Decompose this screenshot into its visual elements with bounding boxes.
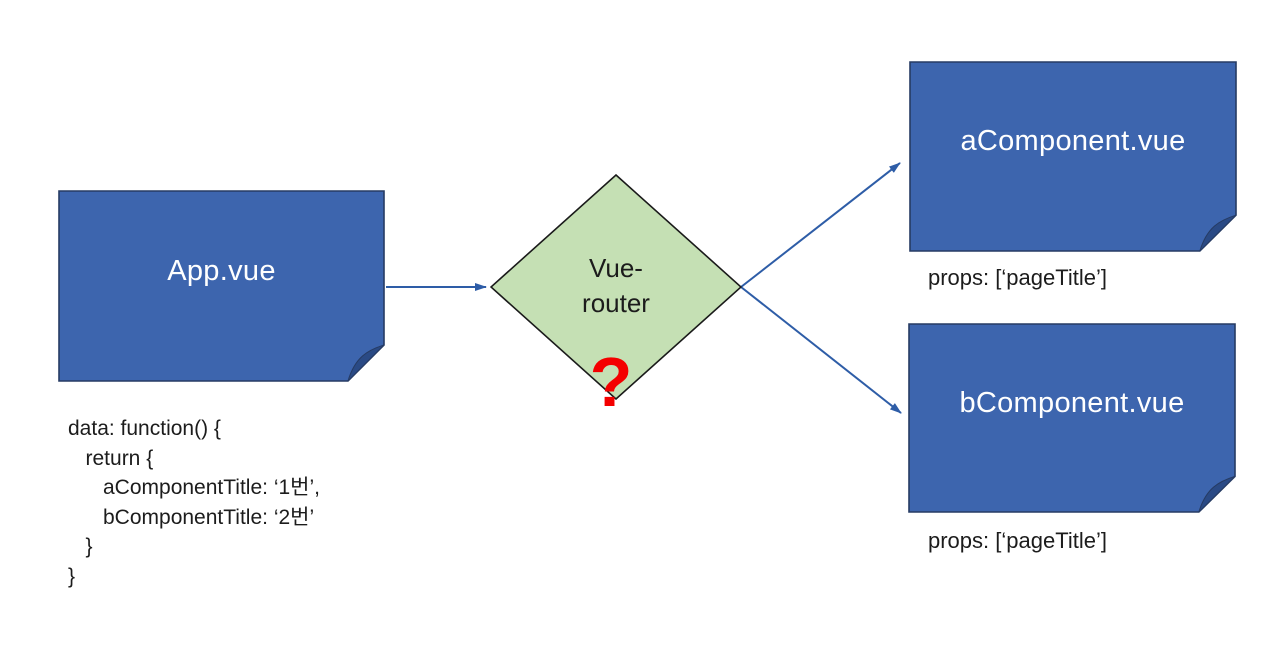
folded-page-shape — [909, 61, 1237, 252]
bcomponent-props-label: props: [‘pageTitle’] — [928, 528, 1107, 553]
node-app-vue: App.vue — [58, 190, 385, 382]
node-acomponent-vue: aComponent.vue — [909, 61, 1237, 252]
node-bcomponent-vue: bComponent.vue — [908, 323, 1236, 513]
node-app-vue-label: App.vue — [167, 254, 276, 287]
page-fold-corner — [1199, 214, 1237, 252]
node-vue-router-label: Vue- router — [582, 253, 650, 318]
folded-page-shape — [58, 190, 385, 382]
diamond-shape — [490, 174, 742, 400]
node-bcomponent-vue-label: bComponent.vue — [959, 386, 1185, 419]
page-fold-corner — [347, 344, 385, 382]
node-acomponent-vue-label: aComponent.vue — [960, 125, 1186, 157]
folded-page-shape — [908, 323, 1236, 513]
node-vue-router: Vue- router — [490, 174, 742, 400]
app-data-code: data: function() { return { aComponentTi… — [68, 417, 320, 588]
acomponent-props-label: props: [‘pageTitle’] — [928, 265, 1107, 290]
question-mark: ? — [589, 343, 633, 421]
arrow-router-to-acomponent — [740, 162, 901, 288]
diamond-face — [490, 174, 742, 400]
page-fold-corner — [1198, 475, 1236, 513]
arrow-router-to-bcomponent — [740, 286, 902, 414]
